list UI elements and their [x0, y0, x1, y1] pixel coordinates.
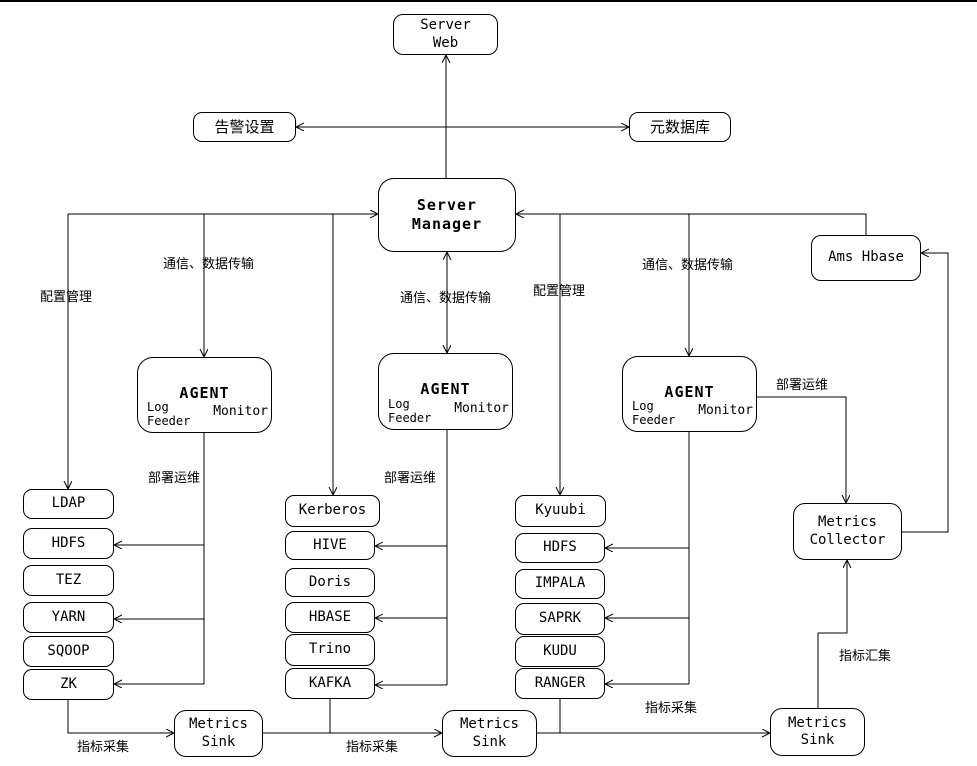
edge-label-collect-right: 指标采集: [645, 701, 698, 716]
hdfs-left-label: HDFS: [51, 534, 86, 551]
edge-sink3-to-collector: [817, 560, 847, 708]
alert-settings-label: 告警设置: [214, 117, 275, 136]
node-kerberos: Kerberos: [285, 495, 380, 527]
agent-middle-log-feeder: Log Feeder: [388, 397, 432, 426]
agent-left-title: AGENT: [179, 384, 230, 402]
metrics-collector-line2: Collector: [809, 531, 886, 548]
agent-right-monitor: Monitor: [698, 402, 753, 418]
zk-label: ZK: [60, 675, 77, 692]
hdfs-right-label: HDFS: [543, 539, 577, 556]
node-kyuubi: Kyuubi: [515, 495, 606, 527]
ldap-label: LDAP: [51, 495, 86, 512]
agent-right-log-feeder: Log Feeder: [632, 399, 676, 428]
edge-label-deploy-left: 部署运维: [148, 471, 201, 486]
edge-zk-to-sink1: [67, 700, 174, 733]
agent-middle-monitor: Monitor: [454, 400, 509, 416]
node-kafka: KAFKA: [285, 668, 375, 699]
node-agent-left: AGENT Log Feeder Monitor: [137, 357, 272, 433]
agent-middle-title: AGENT: [420, 380, 471, 398]
edge-label-collect-left: 指标采集: [77, 740, 130, 755]
metrics-sink-1-line2: Sink: [201, 733, 236, 750]
node-sqoop: SQOOP: [23, 636, 114, 667]
node-hive: HIVE: [285, 531, 375, 560]
kyuubi-label: Kyuubi: [535, 502, 586, 519]
node-doris: Doris: [285, 568, 375, 597]
node-alert-settings: 告警设置: [193, 112, 296, 142]
edge-label-deploy-middle: 部署运维: [384, 471, 437, 486]
ams-hbase-label: Ams Hbase: [828, 249, 904, 266]
node-metrics-sink-3: Metrics Sink: [770, 708, 865, 756]
edge-label-collect-middle: 指标采集: [346, 740, 399, 755]
node-agent-middle: AGENT Log Feeder Monitor: [378, 353, 513, 430]
node-yarn: YARN: [23, 602, 114, 633]
edge-agent-right-to-collector: [757, 396, 846, 503]
trino-label: Trino: [308, 641, 352, 658]
edge-label-comm-middle: 通信、数据传输: [400, 291, 492, 306]
server-manager-line1: Server: [416, 196, 478, 215]
server-manager-line2: Manager: [411, 215, 483, 233]
node-hdfs-right: HDFS: [515, 533, 605, 563]
edge-label-config-left: 配置管理: [40, 290, 93, 305]
node-ams-hbase: Ams Hbase: [811, 235, 921, 281]
kerberos-label: Kerberos: [298, 502, 367, 519]
node-metrics-collector: Metrics Collector: [793, 503, 902, 560]
metrics-sink-2-line1: Metrics: [459, 716, 519, 732]
hbase-label: HBASE: [308, 608, 352, 625]
metrics-sink-3-line1: Metrics: [787, 714, 847, 731]
metrics-sink-1-line1: Metrics: [188, 716, 248, 732]
impala-label: IMPALA: [534, 575, 586, 592]
edge-amshbase-to-manager: [516, 214, 867, 235]
node-ranger: RANGER: [515, 668, 605, 699]
node-kudu: KUDU: [515, 636, 605, 667]
metrics-sink-3-line2: Sink: [800, 732, 835, 748]
edge-collector-to-amshbase: [902, 253, 949, 533]
node-zk: ZK: [23, 669, 114, 700]
agent-left-log-feeder: Log Feeder: [147, 400, 191, 429]
node-server-web: Server Web: [393, 14, 498, 55]
node-metadata-db: 元数据库: [629, 112, 731, 142]
edge-label-config-right: 配置管理: [533, 284, 586, 299]
agent-right-title: AGENT: [664, 383, 715, 401]
node-metrics-sink-1: Metrics Sink: [174, 710, 263, 757]
top-border-line: [0, 0, 977, 2]
node-trino: Trino: [285, 634, 375, 666]
saprk-label: SAPRK: [538, 610, 582, 627]
server-web-line2: Web: [432, 34, 459, 51]
node-metrics-sink-2: Metrics Sink: [442, 710, 537, 757]
ranger-label: RANGER: [534, 674, 586, 691]
metadata-db-label: 元数据库: [649, 117, 710, 136]
tez-label: TEZ: [55, 571, 82, 588]
doris-label: Doris: [308, 573, 352, 590]
hive-label: HIVE: [313, 536, 347, 553]
node-agent-right: AGENT Log Feeder Monitor: [622, 356, 757, 432]
metrics-sink-2-line2: Sink: [472, 733, 507, 750]
metrics-collector-line1: Metrics: [817, 514, 877, 530]
node-hbase: HBASE: [285, 602, 375, 633]
server-web-line1: Server: [420, 17, 471, 33]
kudu-label: KUDU: [543, 642, 577, 659]
kafka-label: KAFKA: [308, 674, 352, 691]
edge-label-comm-left: 通信、数据传输: [163, 257, 255, 272]
sqoop-label: SQOOP: [47, 642, 90, 659]
edge-label-deploy-right: 部署运维: [776, 378, 829, 393]
node-impala: IMPALA: [515, 569, 605, 599]
yarn-label: YARN: [51, 608, 86, 625]
agent-left-monitor: Monitor: [213, 403, 268, 419]
node-tez: TEZ: [23, 565, 114, 596]
edge-label-comm-right: 通信、数据传输: [642, 258, 734, 273]
edge-label-aggregate: 指标汇集: [839, 649, 892, 664]
node-hdfs-left: HDFS: [23, 528, 114, 559]
node-saprk: SAPRK: [515, 603, 605, 635]
node-server-manager: Server Manager: [378, 178, 516, 252]
node-ldap: LDAP: [23, 489, 114, 519]
